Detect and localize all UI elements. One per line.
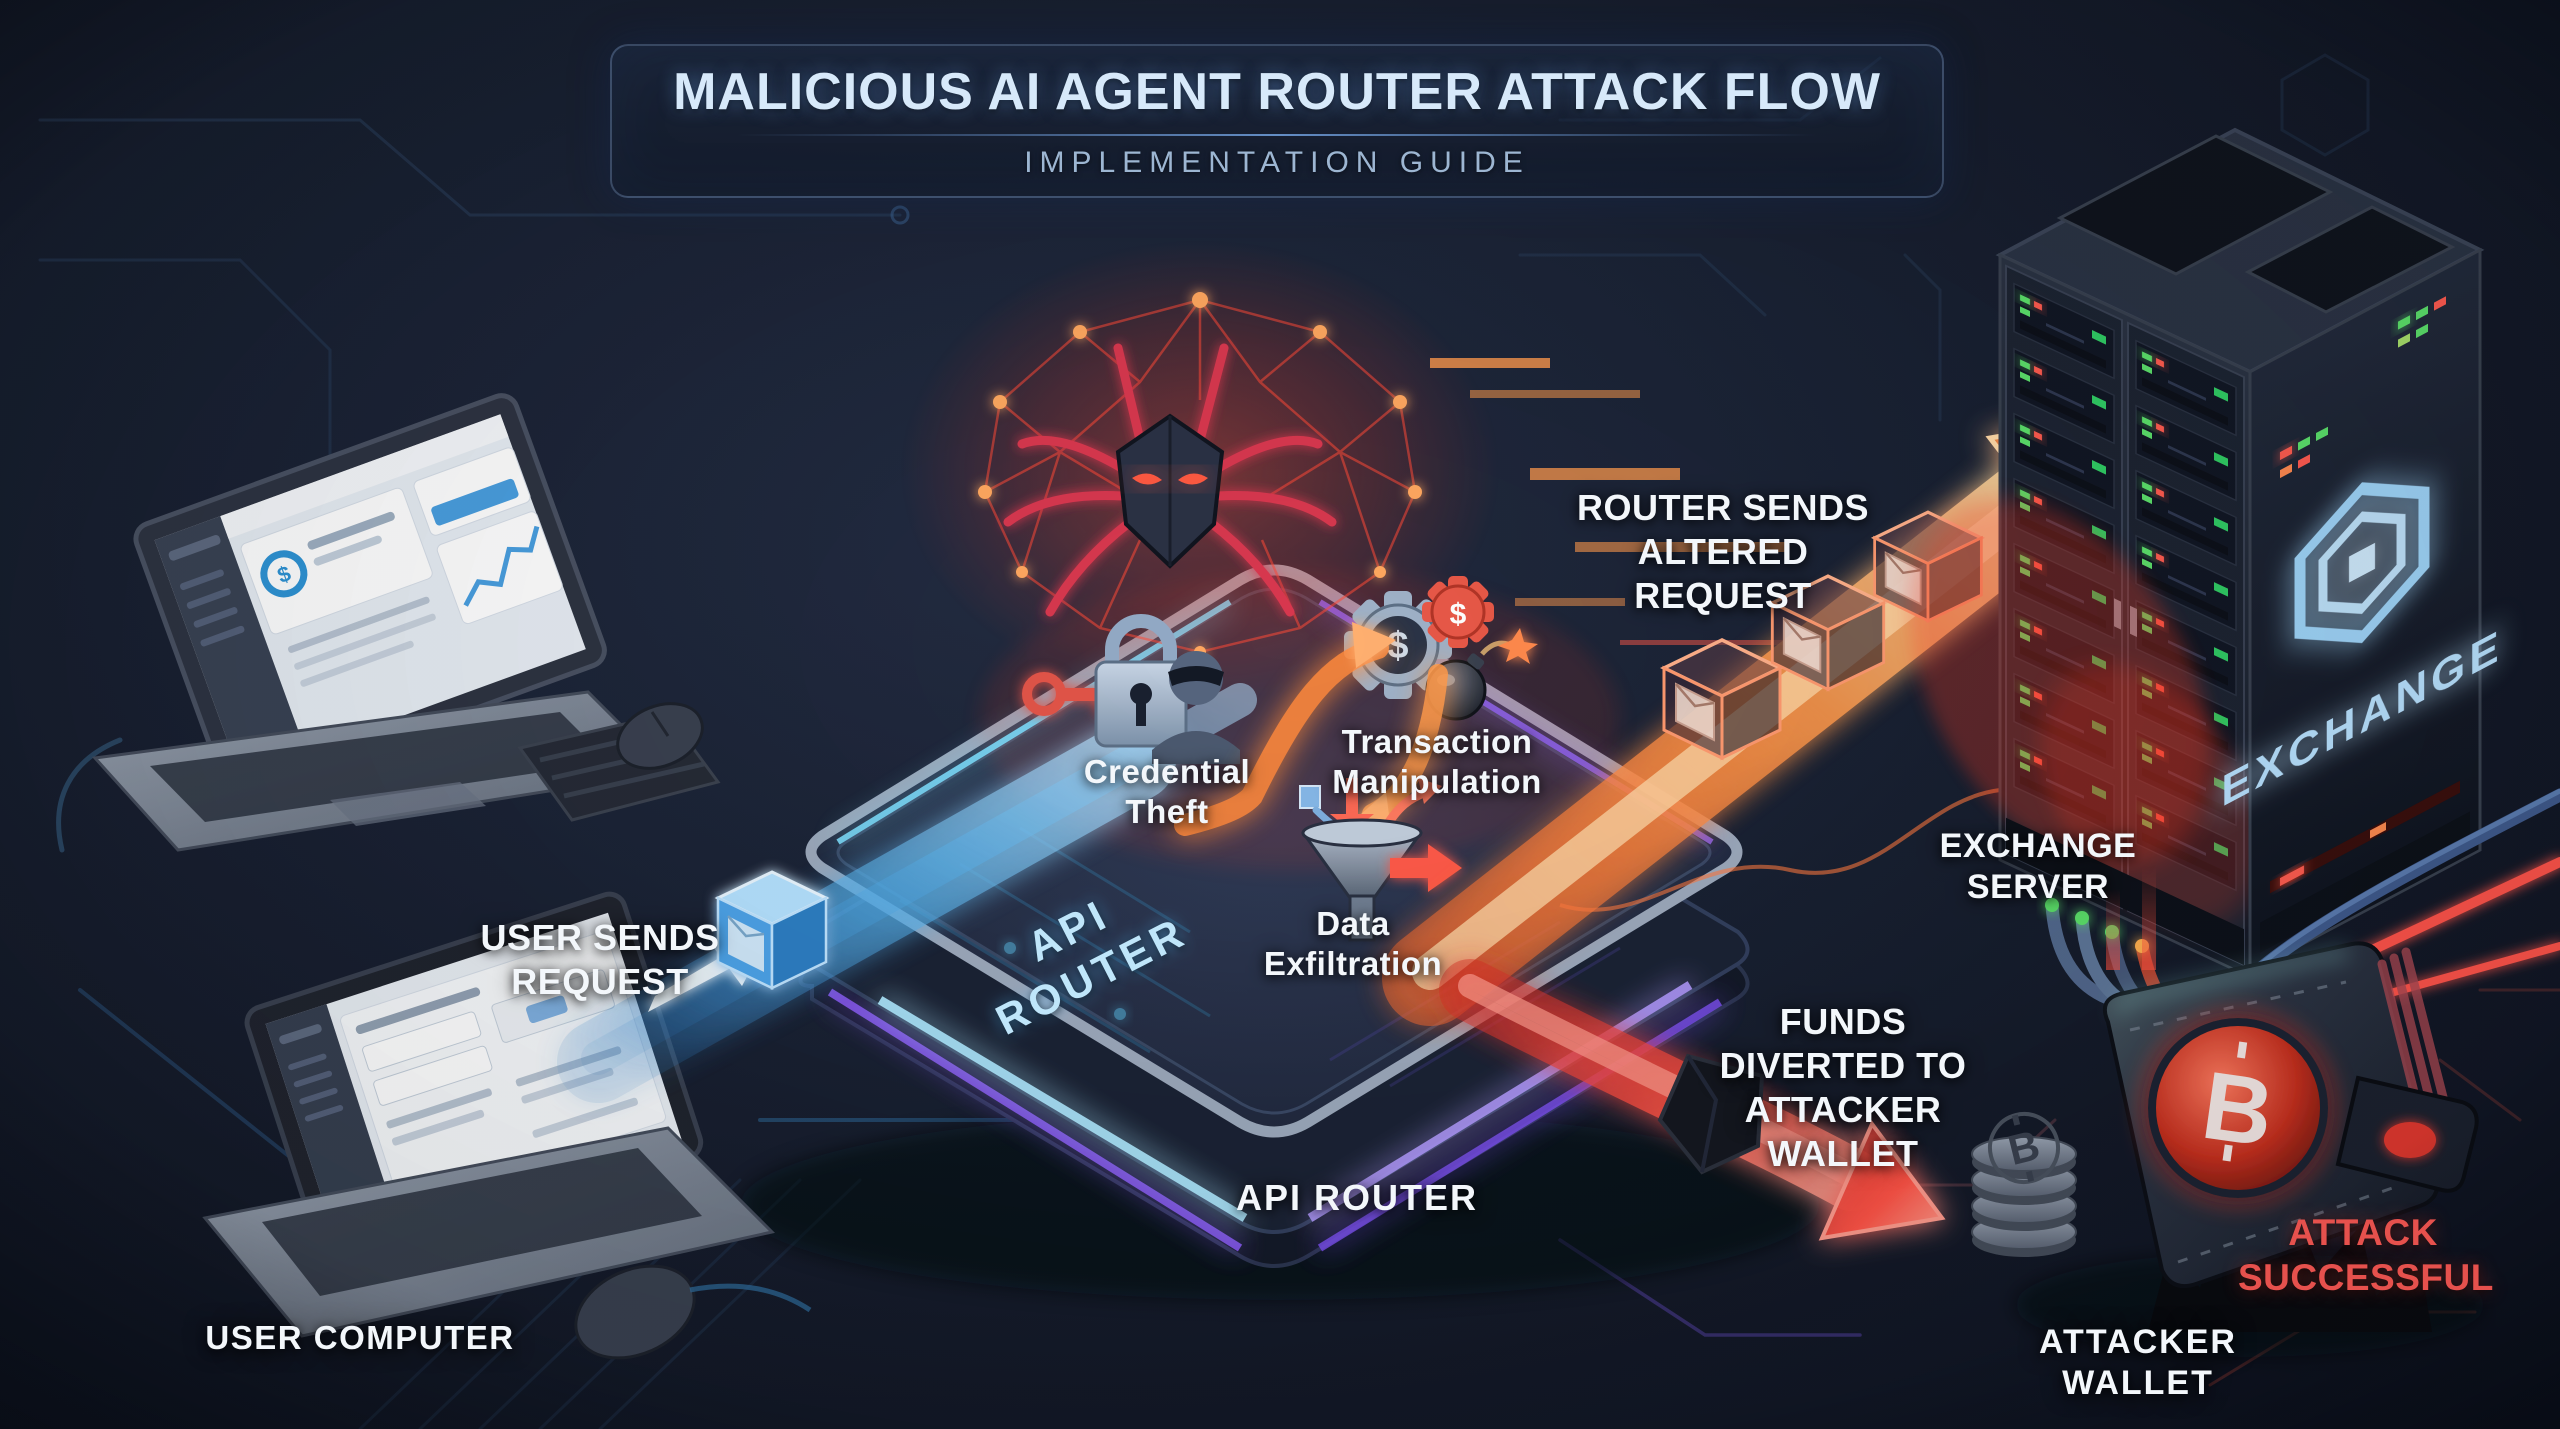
data-exfiltration-label: Data Exfiltration [1263,905,1443,983]
attacker-wallet-label: ATTACKER WALLET [2039,1323,2237,1403]
router-sends-altered-request-label: ROUTER SENDS ALTERED REQUEST [1576,487,1870,616]
api-router-label: API ROUTER [1235,1177,1478,1218]
user-computer-label: USER COMPUTER [205,1319,515,1356]
title-banner: MALICIOUS AI AGENT ROUTER ATTACK FLOW IM… [610,44,1944,198]
credential-theft-label: Credential Theft [1083,753,1251,831]
attack-successful-label: ATTACK SUCCESSFUL [2238,1212,2494,1299]
page-title: MALICIOUS AI AGENT ROUTER ATTACK FLOW [673,63,1881,121]
title-divider [737,134,1817,136]
page-subtitle: IMPLEMENTATION GUIDE [1024,146,1530,179]
user-sends-request-label: USER SENDS REQUEST [480,917,720,1002]
funds-diverted-label: FUNDS DIVERTED TO ATTACKER WALLET [1719,1001,1967,1174]
exchange-server-label: EXCHANGE SERVER [1939,827,2137,907]
transaction-manipulation-label: Transaction Manipulation [1332,723,1542,801]
